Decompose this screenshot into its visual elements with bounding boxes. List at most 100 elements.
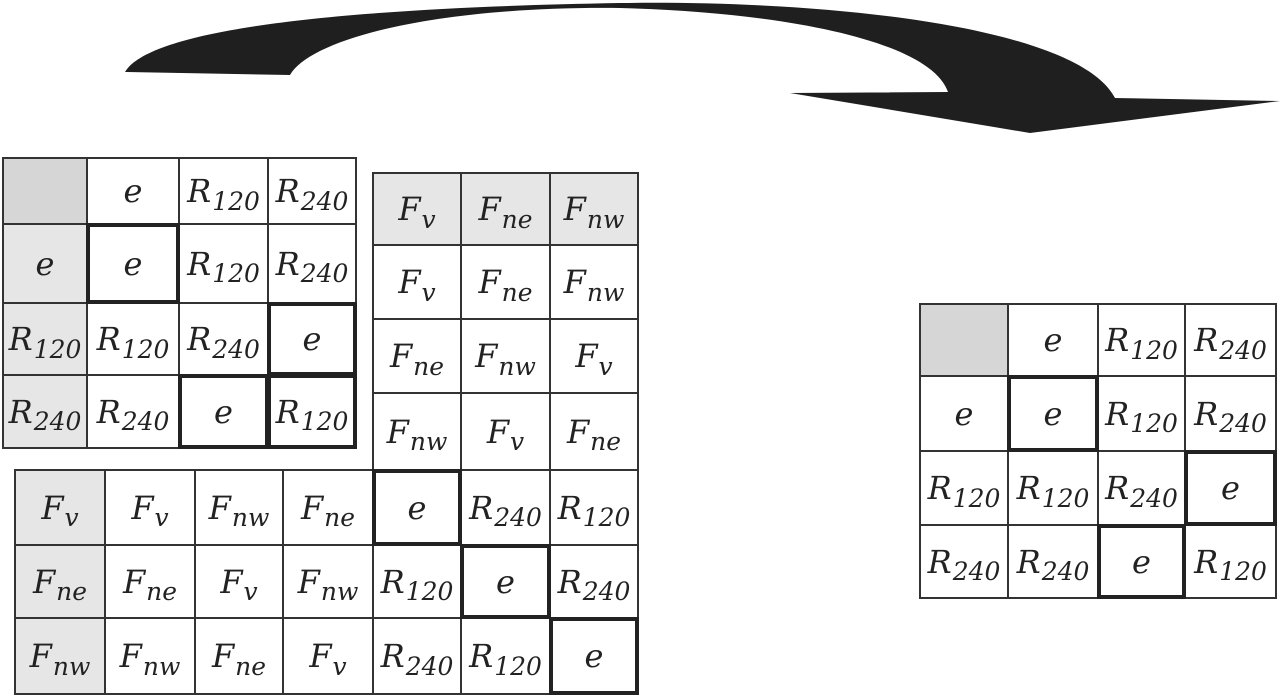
cell-symbol: Fne [33,566,87,605]
symbol-base: F [300,488,324,527]
symbol-subscript: 240 [405,651,454,681]
table-cell: Fne [460,172,551,246]
symbol-base: F [398,190,421,228]
table-cell: R240 [1097,450,1186,526]
symbol-base: R [1105,321,1130,359]
table-cell: e [1007,375,1099,452]
symbol-subscript: ne [501,204,533,234]
table-cell: R120 [372,544,462,619]
cell-symbol: R240 [469,492,542,531]
table-cell: R120 [1184,524,1277,599]
cell-symbol: R120 [927,469,1001,511]
cell-symbol: e [1132,542,1151,581]
table-cell: R120 [178,157,269,225]
table-cell: Fv [14,469,106,546]
table-cell: Fne [14,544,106,619]
symbol-base: R [8,320,33,358]
symbol-subscript: 120 [405,577,454,607]
cell-symbol: R120 [8,320,82,362]
cell-symbol: e [584,637,604,675]
cell-symbol: Fne [300,488,355,531]
table-cell: R240 [1184,375,1277,452]
cell-symbol: Fv [309,640,346,679]
symbol-subscript: 240 [494,503,542,533]
cell-symbol: e [407,488,427,527]
table-cell: Fne [194,617,284,695]
symbol-base: F [575,337,598,375]
cell-symbol: Fnw [564,193,625,232]
symbol-subscript: 120 [952,483,1001,513]
table-cell: R240 [1007,524,1099,599]
cell-symbol: R240 [276,175,349,214]
cell-symbol: R240 [557,562,631,605]
table-cell: Fnw [104,617,196,695]
cell-symbol: R120 [1016,469,1090,511]
cell-symbol: R240 [381,640,454,679]
symbol-base: R [1194,394,1219,433]
symbol-base: F [208,488,231,527]
table-cell: Fne [104,544,196,619]
symbol-subscript: 120 [494,651,542,681]
cell-symbol: Fv [487,416,524,455]
symbol-base: F [563,263,586,301]
table-cell: R120 [1097,303,1186,377]
cell-symbol: Fne [123,566,177,605]
symbol-subscript: 120 [33,334,82,364]
table-cell: Fv [282,617,374,695]
cell-symbol: e [214,392,233,431]
table-cell: R120 [549,469,639,546]
cell-symbol: R240 [97,396,170,435]
symbol-base: F [478,263,501,301]
cell-symbol: e [302,320,322,358]
table-cell: R120 [267,374,357,449]
symbol-base: F [119,637,142,675]
symbol-subscript: ne [501,277,533,307]
table-cell: e [86,157,180,225]
table-cell: Fnw [14,617,106,695]
table-cell: Fv [372,172,462,246]
table-cell: R240 [372,617,462,695]
table-cell: e [1184,450,1277,526]
cell-symbol: Fnw [297,562,359,605]
symbol-base: R [927,469,952,507]
cell-symbol: Fnw [475,340,536,379]
symbol-base: R [1016,469,1041,507]
symbol-base: R [1194,321,1219,359]
table-cell: e [2,223,88,304]
cell-symbol: e [954,394,974,433]
symbol-base: R [187,244,212,283]
symbol-base: F [398,263,421,301]
table-cell: Fnw [549,172,639,246]
symbol-base: R [1194,542,1219,581]
symbol-base: R [927,542,952,581]
cell-symbol: R120 [1194,542,1267,585]
symbol-base: F [297,562,320,601]
symbol-subscript: nw [409,427,448,457]
table-cell: R120 [178,223,269,304]
cell-symbol: R120 [276,396,349,435]
symbol-subscript: v [64,503,79,533]
symbol-subscript: 120 [212,186,260,216]
cell-symbol: Fnw [29,637,91,679]
symbol-base: R [557,562,582,601]
cell-symbol: R240 [187,323,260,362]
symbol-base: F [211,637,235,675]
cell-symbol: e [1043,321,1063,359]
table-cell: R240 [86,374,180,449]
cell-symbol: e [1221,469,1240,507]
symbol-subscript: 240 [582,577,631,607]
table-cell: R120 [2,302,88,376]
table-cell: Fv [372,244,462,320]
cell-symbol: R120 [97,323,170,362]
symbol-base: R [557,488,582,527]
symbol-subscript: nw [320,577,359,607]
cell-symbol: Fne [478,263,532,305]
table-cell: Fnw [194,469,284,546]
symbol-subscript: v [332,651,347,681]
cell-symbol: R120 [187,244,260,287]
table-cell: R120 [460,617,551,695]
cell-symbol: Fne [567,416,621,455]
symbol-subscript: 120 [1130,335,1178,365]
symbol-base: F [29,637,52,675]
